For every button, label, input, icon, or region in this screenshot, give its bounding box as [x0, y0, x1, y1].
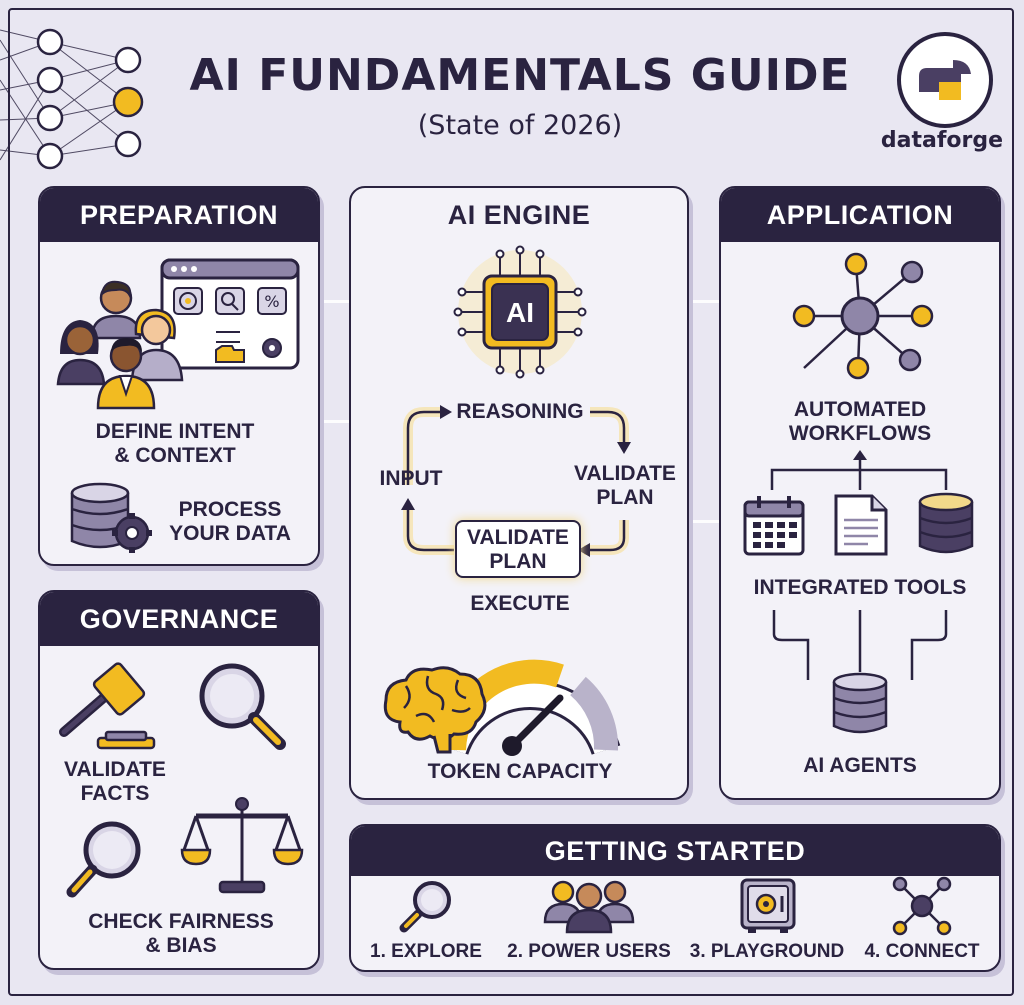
- dashboard-icon: %: [160, 258, 300, 370]
- automated-workflows-label: AUTOMATED WORKFLOWS: [788, 398, 932, 445]
- connector-line: [688, 520, 720, 523]
- ai-chip-icon: AI: [453, 245, 587, 379]
- check-fairness-label: CHECK FAIRNESS & BIAS: [88, 910, 274, 957]
- svg-text:%: %: [264, 292, 279, 311]
- users-icon: [543, 880, 635, 934]
- magnifier-icon: [66, 821, 141, 898]
- page-title: AI FUNDAMENTALS GUIDE: [189, 50, 851, 101]
- governance-heading: GOVERNANCE: [40, 592, 318, 646]
- ai-engine-heading: AI ENGINE: [447, 200, 591, 230]
- token-capacity-label: TOKEN CAPACITY: [427, 760, 613, 783]
- connector-line: [318, 300, 350, 303]
- input-label: INPUT: [379, 467, 443, 490]
- application-card: APPLICATION: [719, 186, 1001, 800]
- dataforge-logo-icon: [897, 32, 993, 128]
- step-playground-label: 3. PLAYGROUND: [689, 941, 845, 962]
- governance-card: GOVERNANCE: [38, 590, 320, 970]
- getting-started-heading: GETTING STARTED: [351, 826, 999, 876]
- neural-network-icon: [0, 28, 144, 170]
- workflow-connectors: [770, 450, 948, 680]
- brain-icon: [383, 666, 487, 754]
- team-icon: [56, 280, 184, 410]
- database-icon: [832, 672, 888, 734]
- ai-agents-label: AI AGENTS: [803, 754, 917, 777]
- brand-name: dataforge: [880, 128, 1004, 153]
- network-icon: [792, 252, 934, 380]
- database-gear-icon: [70, 482, 152, 553]
- reasoning-label: REASONING: [456, 400, 584, 423]
- connector-line: [318, 420, 350, 423]
- validate-plan-box: [455, 520, 581, 578]
- getting-started-card: GETTING STARTED: [349, 824, 1001, 972]
- database-icon: [918, 492, 974, 554]
- application-heading: APPLICATION: [721, 188, 999, 242]
- network-icon: [892, 876, 952, 936]
- gavel-icon: [59, 662, 156, 750]
- connector-line: [688, 300, 720, 303]
- step-explore-label: 1. EXPLORE: [370, 941, 482, 962]
- process-data-label: PROCESS YOUR DATA: [169, 498, 291, 545]
- step-power-users-label: 2. POWER USERS: [507, 941, 671, 962]
- validate-facts-label: VALIDATE FACTS: [64, 758, 166, 805]
- magnifier-icon: [399, 881, 451, 933]
- define-intent-label: DEFINE INTENT & CONTEXT: [95, 420, 255, 467]
- ai-chip-text: AI: [506, 297, 534, 328]
- document-icon: [834, 494, 888, 556]
- safe-icon: [740, 878, 796, 933]
- step-connect-label: 4. CONNECT: [864, 941, 980, 962]
- integrated-tools-label: INTEGRATED TOOLS: [753, 576, 967, 599]
- validate-plan-box-label: VALIDATE PLAN: [467, 526, 569, 573]
- magnifier-icon: [199, 663, 286, 750]
- reasoning-loop-arrows: [401, 405, 631, 557]
- scales-icon: [180, 797, 304, 894]
- calendar-icon: [743, 496, 805, 556]
- validate-plan-right-label: VALIDATE PLAN: [574, 462, 676, 509]
- execute-label: EXECUTE: [470, 592, 570, 615]
- preparation-heading: PREPARATION: [40, 188, 318, 242]
- page-subtitle: (State of 2026): [417, 110, 623, 141]
